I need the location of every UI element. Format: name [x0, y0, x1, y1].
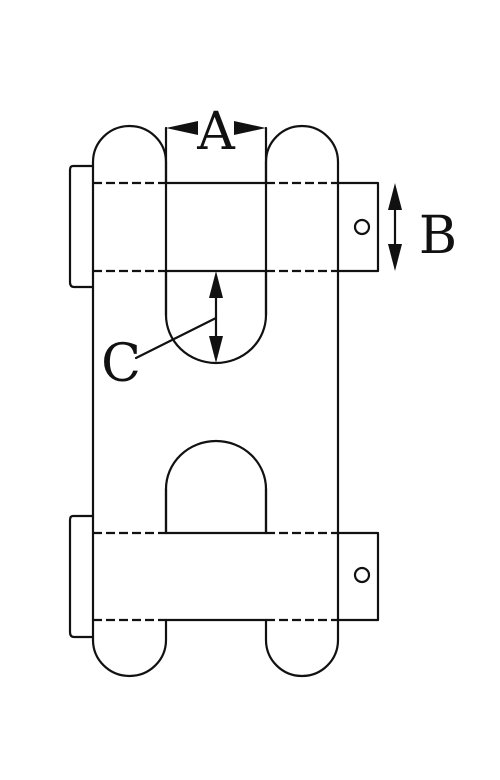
left-outer-plate: [91, 124, 168, 678]
dimension-b: B: [388, 183, 457, 271]
dimension-b-arrow-top: [388, 183, 402, 210]
bottom-pin-hole: [353, 566, 371, 584]
dimension-a: A: [166, 102, 266, 162]
dimension-a-arrow-right: [234, 121, 266, 135]
right-outer-plate: [264, 124, 340, 678]
dimension-a-label: A: [196, 102, 236, 162]
dimension-c-label: C: [101, 334, 141, 394]
dimension-c-arrow-top: [209, 271, 223, 298]
top-pin-hole: [353, 218, 371, 236]
dimension-c: C: [101, 271, 223, 394]
dimension-b-label: B: [419, 206, 457, 266]
dimension-c-arrow-bottom: [209, 336, 223, 363]
bottom-pin-head: [68, 514, 95, 639]
top-pin: [93, 181, 380, 273]
dimension-c-leader: [134, 316, 218, 360]
dimension-b-arrow-bottom: [388, 244, 402, 271]
bottom-pin: [93, 531, 380, 622]
dimension-a-arrow-left: [166, 121, 198, 135]
lower-inner-loop: [164, 439, 268, 535]
top-pin-head: [68, 164, 95, 289]
